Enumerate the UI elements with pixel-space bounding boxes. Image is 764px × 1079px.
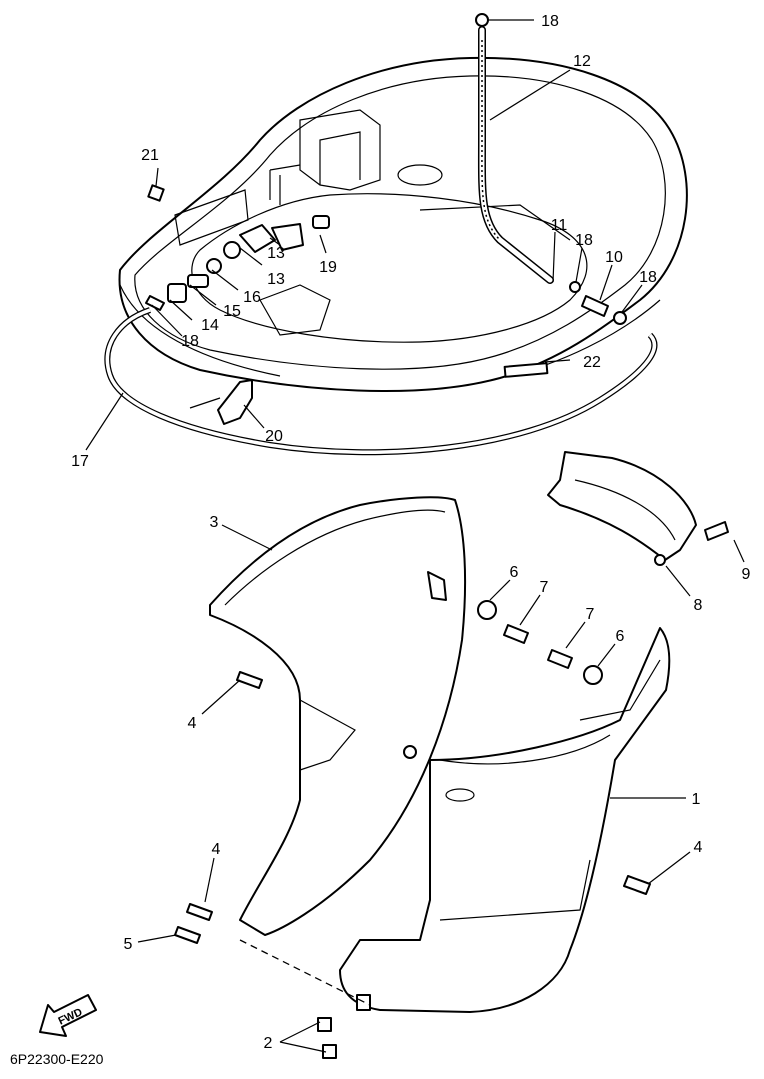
callout-20: 20 — [265, 428, 283, 445]
callout-4: 4 — [188, 715, 197, 732]
grommet-6-left — [477, 600, 497, 620]
seal-21 — [147, 184, 165, 202]
callout-7: 7 — [586, 606, 595, 623]
callout-17: 17 — [71, 453, 89, 470]
hose-17 — [104, 307, 658, 456]
callout-11: 11 — [551, 217, 568, 234]
callout-3: 3 — [210, 514, 219, 531]
callout-13: 13 — [267, 245, 285, 262]
bolt-4-lower — [186, 903, 213, 921]
fwd-arrow-icon: FWD — [39, 994, 97, 1037]
callout-18: 18 — [181, 333, 199, 350]
callout-21: 21 — [141, 147, 159, 164]
label-22 — [503, 362, 549, 378]
clamp-18-top — [475, 13, 489, 27]
callout-15: 15 — [223, 303, 241, 320]
callout-19: 19 — [319, 259, 337, 276]
callout-16: 16 — [243, 289, 261, 306]
callout-4: 4 — [694, 839, 703, 856]
bolt-4-upper — [236, 671, 263, 689]
nut-2 — [317, 994, 371, 1059]
fitting-parts — [145, 215, 330, 311]
callout-13: 13 — [267, 271, 285, 288]
callout-22: 22 — [583, 354, 601, 371]
bolt-9 — [704, 521, 729, 541]
holder-20 — [189, 379, 253, 425]
callout-12: 12 — [573, 53, 591, 70]
diagram-code: 6P22300-E220 — [10, 1051, 104, 1067]
callout-18: 18 — [639, 269, 657, 286]
bottom-cowling-3 — [209, 496, 467, 936]
bolt-5 — [174, 926, 201, 944]
joint-10 — [569, 281, 627, 325]
leader-lines — [85, 19, 745, 1053]
callout-5: 5 — [124, 936, 133, 953]
collar-7-left — [503, 624, 529, 644]
callout-18: 18 — [541, 13, 559, 30]
hose-12 — [477, 26, 554, 284]
callout-labels: 18 12 21 11 18 10 18 19 13 13 16 15 14 1… — [71, 13, 750, 1052]
callout-8: 8 — [694, 597, 703, 614]
grommet-6-right — [583, 665, 603, 685]
callout-7: 7 — [540, 579, 549, 596]
top-cowling — [118, 56, 688, 392]
callout-18: 18 — [575, 232, 593, 249]
callout-9: 9 — [742, 566, 751, 583]
callout-14: 14 — [201, 317, 219, 334]
bracket-8 — [547, 451, 697, 566]
callout-6: 6 — [510, 564, 519, 581]
callout-1: 1 — [692, 791, 701, 808]
callout-6: 6 — [616, 628, 625, 645]
callout-4: 4 — [212, 841, 221, 858]
callout-2: 2 — [264, 1035, 273, 1052]
callout-10: 10 — [605, 249, 623, 266]
collar-7-right — [547, 649, 573, 669]
bolt-4-right — [623, 875, 651, 895]
